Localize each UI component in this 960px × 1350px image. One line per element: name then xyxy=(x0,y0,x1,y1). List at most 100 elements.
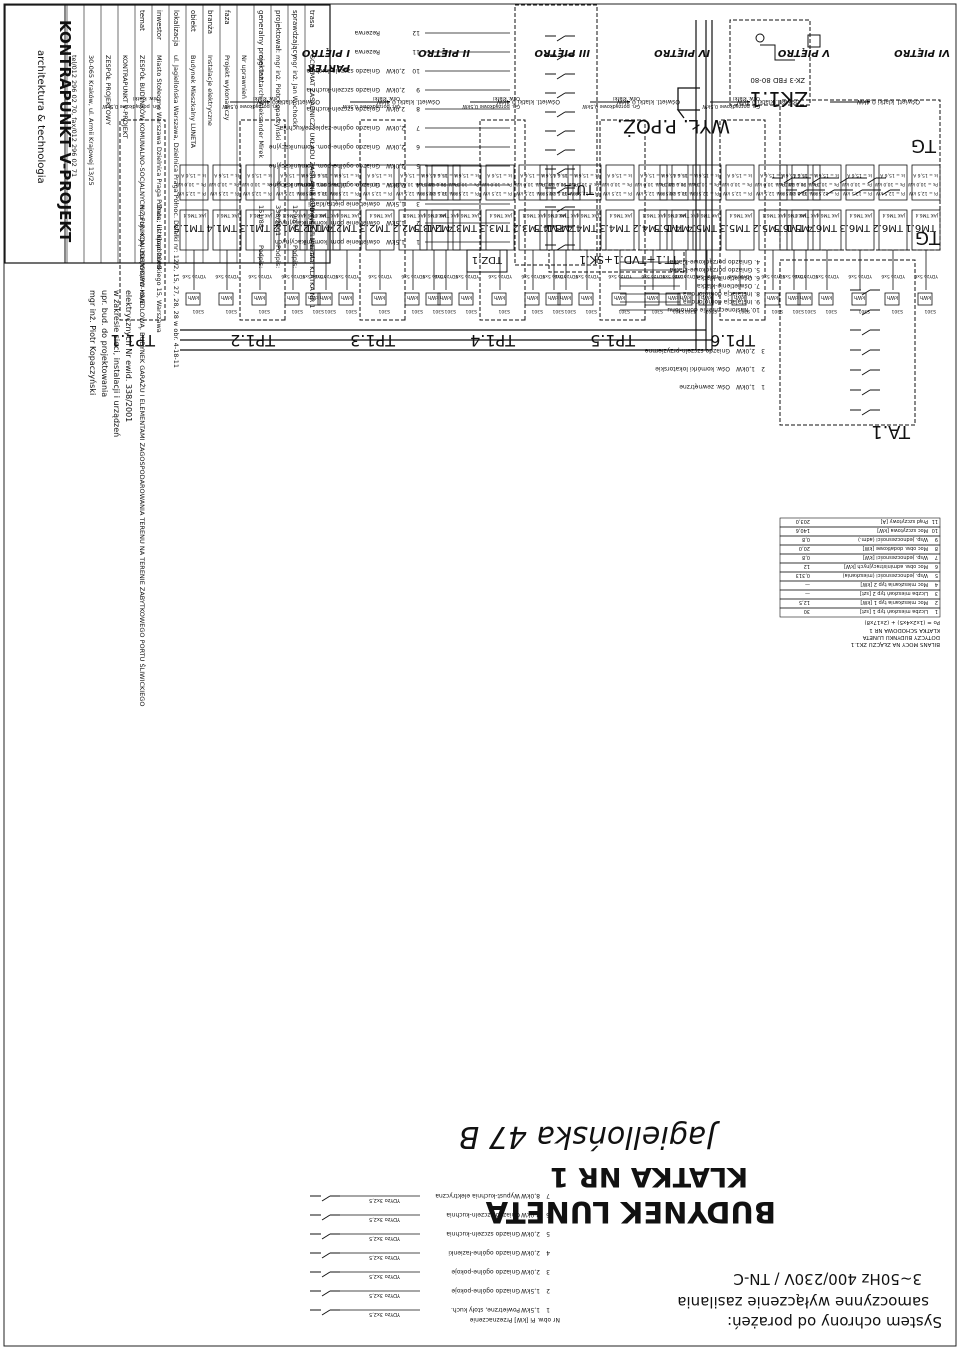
flat-rating-box xyxy=(572,164,602,201)
tu1-circuit-no: 11 xyxy=(412,48,420,55)
flat-rating-box xyxy=(659,164,689,201)
title-row-value: ul. Jagiellońska Warszawa, Dzielnica Pra… xyxy=(172,55,180,368)
flat-rating-line: Pi = 12,5 kW xyxy=(515,190,545,196)
flat-unit-label: TM1.4 xyxy=(206,222,238,233)
tu1-breakers xyxy=(545,35,575,251)
flat-rating-box xyxy=(605,164,635,201)
mcb-label: S301 xyxy=(312,308,324,314)
flat-jak-label: JAK TM6.4 xyxy=(183,212,207,218)
tu1-circuit-no: 6 xyxy=(416,143,420,150)
tu1-circuit-no: 7 xyxy=(416,124,420,131)
mcb-label: S301 xyxy=(792,308,804,314)
flat-cable-label: YDYżo 5x6 xyxy=(848,273,873,279)
flat-cable-label: YDYżo 5x6 xyxy=(368,273,393,279)
tu1-breaker xyxy=(545,54,575,61)
flat-rating-box xyxy=(539,164,569,201)
balance-row-value: 12 xyxy=(804,563,810,569)
flat-cable-label: YDYżo 5x6 xyxy=(248,273,273,279)
flat-unit-label: TM4.1 xyxy=(665,222,697,233)
kwh-meter-icon xyxy=(338,292,354,306)
title-row-extra: 151/88 xyxy=(257,205,265,228)
flat-unit-label: TM3.3 xyxy=(479,222,511,233)
balance-row-no: 3 xyxy=(935,590,938,596)
kwh-meter-icon xyxy=(818,292,834,306)
breaker-contact xyxy=(811,177,821,184)
tu1-circuit-name: oświetlenie pom. komunikacyjnych xyxy=(275,238,380,245)
flat-cable-label: YDYżo 5x6 xyxy=(281,273,306,279)
breaker-contact xyxy=(861,349,871,356)
tdz-box xyxy=(466,249,508,273)
kwh-meter-icon xyxy=(797,292,813,306)
flat-rating-line: Pi = 12,5 kW xyxy=(329,190,359,196)
protection-line-3: 3~50Hz 400/230V / TN-C xyxy=(733,1270,922,1288)
breaker-contact xyxy=(861,369,871,376)
title-row-extra: 129/87 xyxy=(291,205,299,228)
riser-box-label: TT.1+TVD.1+SK.1 xyxy=(579,253,679,266)
mcb-label: S301 xyxy=(324,308,336,314)
mcb-label: S301 xyxy=(444,308,456,314)
mcb-label: S301 xyxy=(924,308,936,314)
tu1-circuit-name: Gniazdo ogólne-pom. komunikacyjne xyxy=(269,162,380,169)
flat-unit-label: TM5.2 xyxy=(752,222,784,233)
title-row-value: mgr inż. Jan Wochocki xyxy=(291,55,299,127)
zk11-label: ZK1.1 xyxy=(749,87,808,111)
kwh-meter-icon xyxy=(677,292,693,306)
flat-rating-box xyxy=(452,164,482,201)
kwh-meter-icon xyxy=(545,292,561,306)
kwh-meter-label: kWh xyxy=(767,294,778,300)
flat-unit-label: TM2.3 xyxy=(359,222,391,233)
flat-jak-label: JAK TM6.4 xyxy=(522,212,546,218)
flat-unit-label: TM1.3 xyxy=(239,222,271,233)
flat-cable-label: YDYżo 5x6 xyxy=(782,273,807,279)
floor-label: IV PIĘTRO xyxy=(654,47,710,58)
flat-rating-line: Ps = 10,0 kW xyxy=(481,181,512,187)
flat-cable-label: YDYżo 5x6 xyxy=(575,273,600,279)
ta1-circuit-name: Ośw. zewnętrzne xyxy=(679,383,730,390)
flat-rating-line: Ps = 10,0 kW xyxy=(787,181,818,187)
flat-rating-line: Ps = 10,0 kW xyxy=(394,181,425,187)
flat-rating-line: Ps = 10,0 kW xyxy=(361,181,392,187)
tp-board-box xyxy=(239,119,286,321)
title-row: 30-065 Kraków, ul. Armii Krajowej 13/25 xyxy=(83,5,95,263)
flat-cable-label: YDYżo 5x6 xyxy=(674,273,699,279)
flat-cable-label: YDYżo 5x6 xyxy=(794,273,819,279)
title-row-label: inwestor xyxy=(155,10,163,40)
flat-rating-line: Pi = 12,5 kW xyxy=(242,190,272,196)
flat-jak-label: JAK TM6.4 xyxy=(402,212,426,218)
mcb-label: S301 xyxy=(432,308,444,314)
flat-cable-label: YDYżo 5x6 xyxy=(662,273,687,279)
balance-row-value: — xyxy=(805,581,810,587)
balance-row-name: Wsp. jednoczesności (adm.) xyxy=(858,536,928,543)
flat-rating-box xyxy=(245,164,275,201)
title-row-value: tel/012 296 02 70, fax/012 296 02 71 xyxy=(70,55,78,177)
flat-rating-line: Pi = 12,5 kW xyxy=(536,190,566,196)
title-row-label: faza xyxy=(223,10,231,25)
kwh-meter-icon xyxy=(491,292,507,306)
mcb-label: S301 xyxy=(651,308,663,314)
flat-rating-box xyxy=(845,164,875,201)
balance-row-no: 5 xyxy=(935,572,938,578)
tp-small-label: Gn. porządkowe 0,5kW xyxy=(222,103,280,109)
tm65-circuit-breaker xyxy=(310,1195,340,1202)
breaker-contact xyxy=(867,177,877,184)
kwh-meter-icon xyxy=(731,292,747,306)
flat-rating-line: Is = 15,6 A xyxy=(279,172,305,178)
flat-rating-box xyxy=(878,164,908,201)
tu1-circuit-no: 2 xyxy=(416,219,420,226)
flat-rating-line: Pi = 12,5 kW xyxy=(569,190,599,196)
breaker-contact xyxy=(783,177,793,184)
